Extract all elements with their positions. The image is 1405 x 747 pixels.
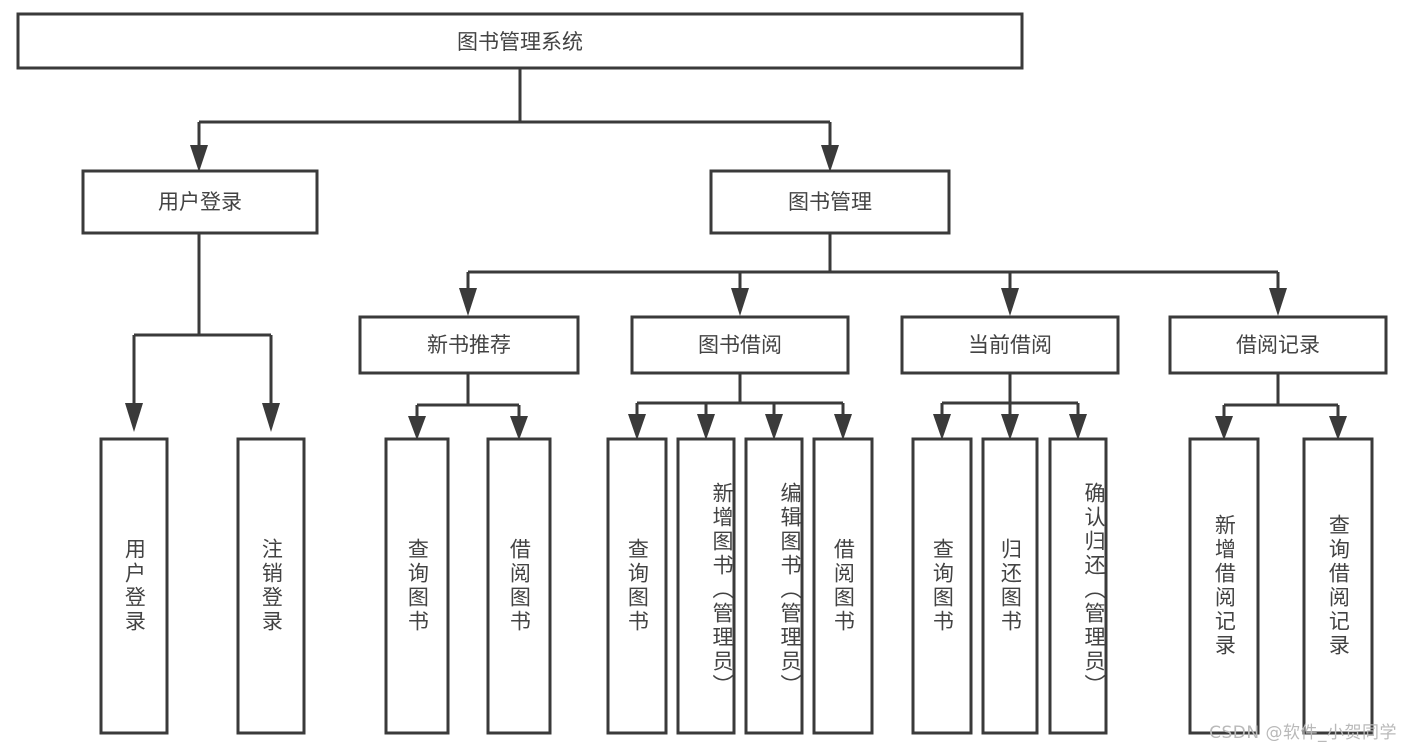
node-borrow-record-label: 借阅记录	[1236, 333, 1320, 357]
arrowhead-leaf-return-book	[1001, 414, 1019, 440]
leaf-edit-book-admin[interactable]	[744, 437, 804, 735]
arrowhead-leaf-confirm-return	[1069, 414, 1087, 440]
leaf-query-borrow-record[interactable]	[1302, 437, 1374, 735]
arrowhead-to-user-login	[190, 145, 208, 172]
arrowhead-leaf-query-book-2	[628, 414, 646, 440]
leaf-add-book-admin[interactable]	[676, 437, 736, 735]
node-root[interactable]	[16, 12, 1024, 70]
leaf-confirm-return-admin[interactable]	[1048, 437, 1108, 735]
node-book-management-label: 图书管理	[788, 190, 872, 214]
leaf-query-book-2[interactable]	[606, 437, 668, 735]
leaf-query-book-1[interactable]	[384, 437, 450, 735]
arrowhead-leaf-borrow-book-1	[510, 416, 528, 440]
arrowhead-to-book-borrow	[731, 288, 749, 316]
leaf-borrow-book-2[interactable]	[812, 437, 874, 735]
arrowhead-leaf-edit-book	[765, 414, 783, 440]
node-current-borrow-label: 当前借阅	[968, 333, 1052, 357]
arrowhead-leaf-add-record	[1215, 416, 1233, 440]
leaf-user-login[interactable]	[99, 437, 169, 735]
leaf-add-borrow-record[interactable]	[1188, 437, 1260, 735]
leaf-borrow-book-1[interactable]	[486, 437, 552, 735]
leaf-logout[interactable]	[236, 437, 306, 735]
node-book-management[interactable]	[709, 169, 951, 235]
arrowhead-to-borrow-record	[1269, 288, 1287, 316]
node-box-group	[16, 12, 1388, 735]
arrowhead-leaf-query-book-3	[933, 414, 951, 440]
leaf-return-book[interactable]	[981, 437, 1039, 735]
arrowhead-leaf-borrow-book-2	[834, 414, 852, 440]
horizontal-label-group: 图书管理系统 用户登录 图书管理 新书推荐 图书借阅 当前借阅 借阅记录	[158, 30, 1320, 357]
csdn-watermark: CSDN @软件_小贺同学	[1209, 723, 1397, 743]
node-new-book-recommend[interactable]	[358, 315, 580, 375]
node-user-login-label: 用户登录	[158, 190, 242, 214]
arrowhead-leaf-query-record	[1329, 416, 1347, 440]
node-new-book-recommend-label: 新书推荐	[427, 333, 511, 357]
arrowhead-to-book-mgmt	[821, 145, 839, 172]
node-book-borrow-label: 图书借阅	[698, 333, 782, 357]
connector-group	[125, 68, 1347, 440]
node-current-borrow[interactable]	[900, 315, 1120, 375]
node-borrow-record[interactable]	[1168, 315, 1388, 375]
node-root-label: 图书管理系统	[457, 30, 583, 54]
arrowhead-to-new-book-rec	[459, 288, 477, 316]
node-book-borrow[interactable]	[630, 315, 850, 375]
arrowhead-leaf-add-book	[697, 414, 715, 440]
node-user-login[interactable]	[81, 169, 319, 235]
arrowhead-to-current-borrow	[1001, 288, 1019, 316]
leaf-query-book-3[interactable]	[911, 437, 973, 735]
arrowhead-leaf-user-login	[125, 403, 143, 432]
arrowhead-leaf-logout	[262, 403, 280, 432]
arrowhead-leaf-query-book-1	[408, 416, 426, 440]
